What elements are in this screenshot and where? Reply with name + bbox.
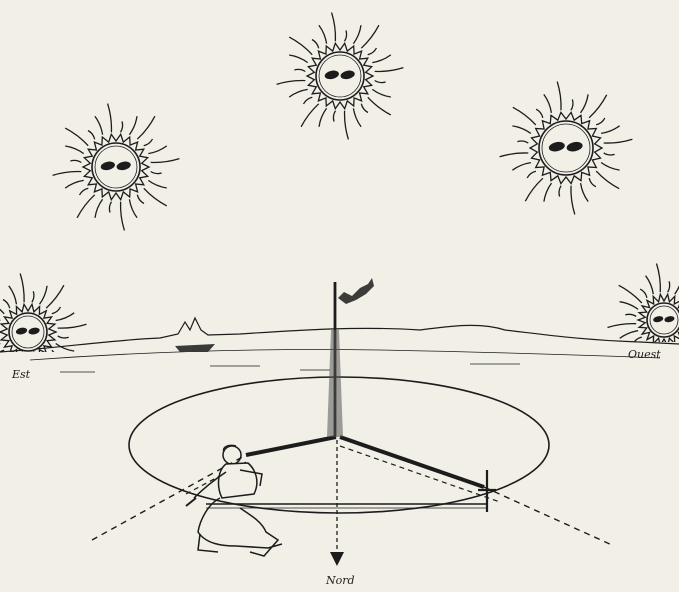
label-east: Est [11, 368, 31, 381]
sun-morning [53, 104, 180, 231]
sun-afternoon [500, 82, 633, 215]
shadow-line-east [340, 437, 484, 487]
gnomon [327, 278, 374, 437]
east-west-line [92, 455, 612, 545]
north-arrow [330, 440, 344, 566]
sun-noon [277, 13, 404, 140]
label-north: Nord [325, 574, 355, 587]
shadow-line-west [246, 437, 336, 455]
marker-stake [478, 470, 496, 512]
label-west: Ouest [628, 348, 661, 361]
shadow-dashed-east [340, 446, 500, 502]
kneeling-person-figure [186, 445, 282, 556]
